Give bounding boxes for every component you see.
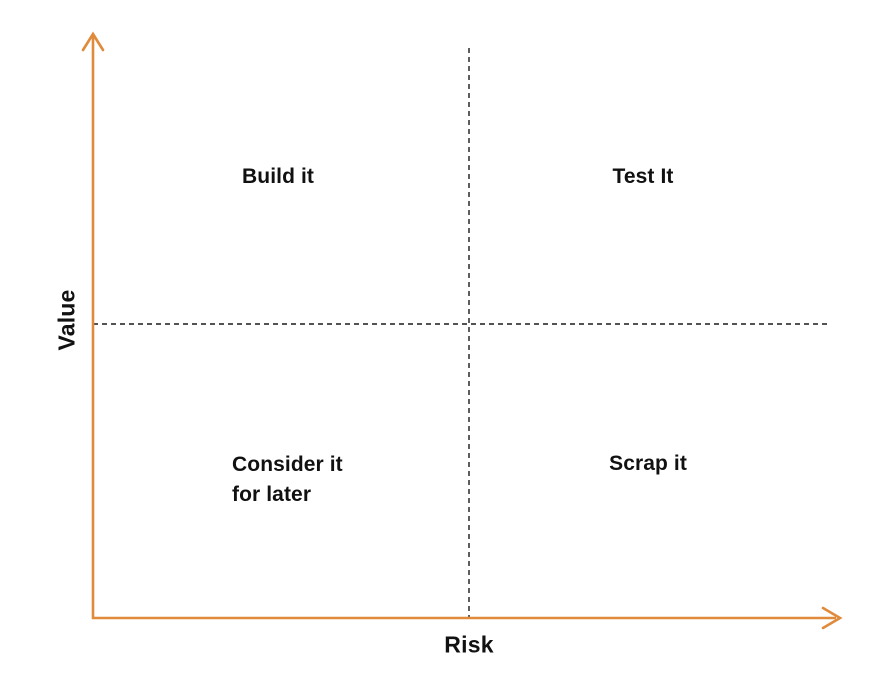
x-axis-arrowhead-icon (821, 606, 843, 630)
y-axis-title: Value (53, 289, 80, 351)
quadrant-label-consider-it-for-later: Consider it for later (232, 453, 343, 506)
y-axis-arrowhead-icon (81, 31, 105, 52)
quadrant-label-scrap-it: Scrap it (609, 452, 687, 475)
quadrant-label-test-it: Test It (612, 165, 674, 188)
quadrant-label-build-it: Build it (242, 165, 314, 188)
x-axis-title: Risk (444, 631, 494, 658)
